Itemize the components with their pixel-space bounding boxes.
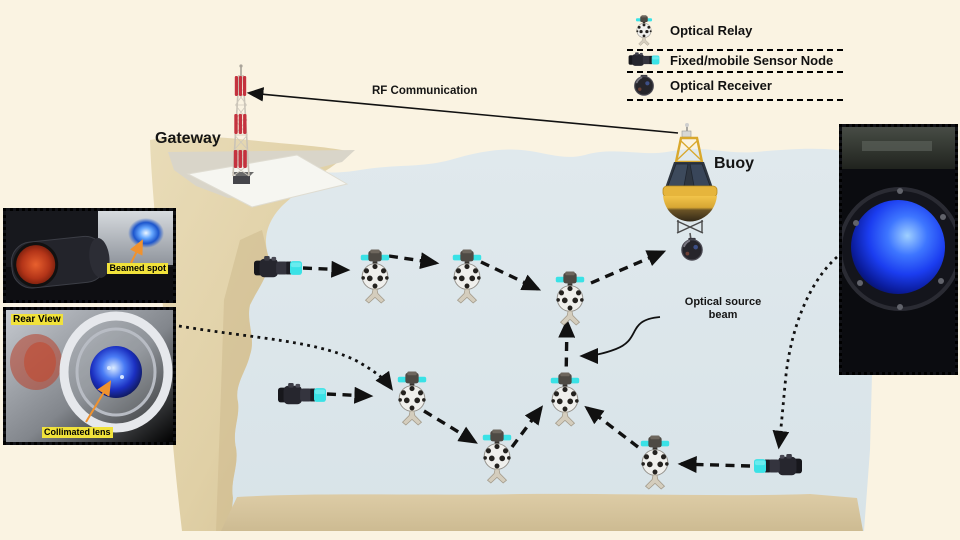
beamed-spot-label: Beamed spot — [107, 263, 168, 274]
optical-link-arrow — [388, 252, 440, 270]
optical-relay-icon — [627, 15, 661, 46]
sensor-node-icon — [627, 52, 661, 68]
optical-links — [302, 250, 751, 473]
rf-communication-label: RF Communication — [372, 85, 478, 97]
optical-link-arrow — [326, 386, 374, 404]
optical-link-arrow — [510, 405, 544, 449]
shore-land — [150, 136, 352, 531]
legend-row-optical-relay: Optical Relay — [627, 14, 843, 51]
water-body — [203, 148, 874, 531]
optical-receiver-icon — [627, 74, 661, 96]
rear-view-photo-inset: Rear View Collimated lens — [3, 307, 176, 445]
optical-link-arrow — [590, 250, 667, 285]
optical-link-arrow — [480, 260, 542, 291]
optical-link-arrow — [423, 409, 478, 444]
gateway-tower — [232, 64, 250, 177]
optical-source-beam-line1: Optical source — [684, 296, 762, 308]
photo-callout-dotted-line — [772, 255, 838, 450]
optical-link-arrow — [584, 405, 640, 449]
legend-row-sensor-node: Fixed/mobile Sensor Node — [627, 51, 843, 73]
legend-label: Fixed/mobile Sensor Node — [670, 52, 834, 68]
rf-link-arrow — [246, 87, 679, 134]
optical-link-arrow — [302, 260, 351, 278]
optical-source-beam-label: Optical source beam — [668, 296, 778, 322]
legend-panel: Optical Relay Fixed/mobile Sensor Node O… — [627, 14, 843, 101]
optical-source-beam-line2: beam — [708, 309, 738, 321]
legend-row-optical-receiver: Optical Receiver — [627, 73, 843, 101]
legend-label: Optical Receiver — [670, 77, 772, 93]
buoy-label: Buoy — [714, 155, 754, 172]
transmitter-photo-inset: Beamed spot — [3, 208, 176, 303]
photo-callout-dotted-line — [178, 324, 393, 391]
gateway-label: Gateway — [155, 130, 221, 147]
optical-link-arrow — [677, 455, 751, 473]
receiver-photo-inset — [839, 124, 958, 375]
optical-source-beam-arrow — [558, 318, 576, 383]
photo-callout-lines — [178, 255, 838, 450]
rear-view-label: Rear View — [11, 314, 63, 325]
buoy — [662, 123, 718, 241]
collimated-lens-label: Collimated lens — [42, 427, 113, 438]
legend-label: Optical Relay — [670, 23, 753, 38]
seabed — [221, 493, 863, 531]
beam-annotation-arrow — [579, 316, 661, 365]
